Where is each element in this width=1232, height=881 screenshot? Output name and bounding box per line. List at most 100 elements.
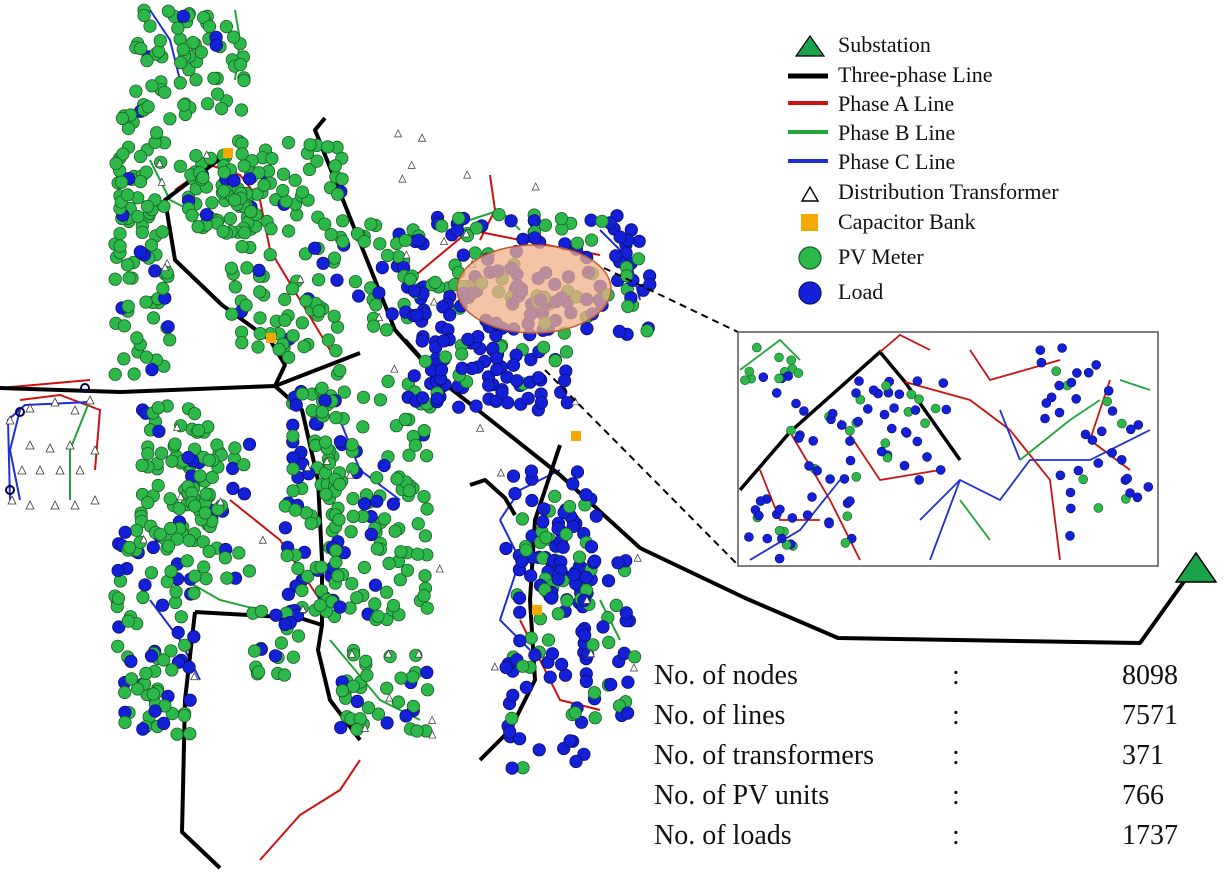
load-node — [242, 437, 257, 451]
pv-meter-node — [165, 663, 179, 677]
pv-meter-node — [402, 484, 416, 498]
pv-meter-node — [328, 159, 342, 173]
phase-b-line — [1119, 379, 1151, 391]
distribution-transformer — [633, 553, 642, 562]
pv-meter-node — [276, 184, 290, 198]
load-node — [1133, 420, 1144, 430]
pv-meter-node — [390, 472, 404, 486]
pv-meter-node — [122, 540, 136, 555]
pv-meter-node — [277, 668, 291, 682]
load-node — [157, 716, 171, 731]
pv-meter-node — [751, 342, 762, 353]
load-node — [512, 591, 527, 605]
legend-label: Phase C Line — [838, 149, 956, 174]
pv-meter-node — [178, 638, 192, 652]
load-node — [791, 398, 801, 409]
load-node — [499, 541, 513, 556]
load-node — [1054, 380, 1064, 391]
pv-meter-node — [164, 521, 178, 536]
pv-meter-node — [324, 228, 338, 242]
pv-meter-node — [329, 344, 343, 358]
phase-c-line-icon — [788, 159, 828, 163]
pv-meter-node — [131, 682, 145, 696]
pv-meter-node — [417, 589, 431, 603]
distribution-transformer — [298, 604, 307, 613]
load-node — [807, 492, 817, 502]
pv-meter-node — [346, 679, 360, 693]
pv-meter-node — [391, 250, 406, 264]
pv-meter-node — [345, 576, 359, 591]
pv-meter-node — [568, 706, 582, 720]
load-node — [118, 525, 132, 539]
load-node — [620, 706, 635, 720]
pv-meter-node — [169, 585, 183, 599]
load-node — [525, 493, 539, 508]
load-node — [506, 469, 521, 483]
load-node — [755, 496, 766, 506]
load-node — [357, 497, 372, 511]
load-node — [415, 334, 429, 348]
load-node — [508, 486, 522, 501]
pv-meter-node — [356, 420, 370, 434]
distribution-transformer — [70, 405, 80, 415]
pv-meter-node — [161, 4, 175, 18]
pv-meter-node — [154, 446, 169, 460]
pv-meter-node — [438, 350, 453, 364]
load-node — [1041, 398, 1052, 408]
distribution-transformer — [85, 395, 95, 405]
pv-meter-node — [402, 448, 416, 462]
stat-value: 766 — [1122, 780, 1164, 811]
load-node — [524, 352, 538, 367]
load-node — [495, 385, 509, 400]
pv-meter-node — [251, 340, 265, 354]
pv-meter-node — [168, 437, 182, 451]
load-node — [199, 208, 214, 222]
pv-meter-node — [113, 239, 127, 253]
pv-meter-node — [162, 539, 176, 553]
load-node — [482, 378, 496, 392]
pv-meter-node — [744, 366, 755, 377]
pv-meter-node — [548, 489, 562, 503]
pv-meter-node — [163, 112, 177, 126]
distribution-transformer — [216, 497, 225, 506]
distribution-transformer — [490, 662, 499, 671]
legend-label: Capacitor Bank — [838, 209, 976, 234]
pv-meter-node — [146, 311, 161, 325]
pv-meter-node — [228, 193, 242, 207]
pv-meter-node — [135, 458, 149, 472]
load-node — [1096, 426, 1107, 437]
pv-meter-node — [318, 435, 333, 449]
phase-a-line — [879, 333, 931, 353]
pv-meter-node — [165, 454, 179, 468]
load-node — [420, 665, 434, 680]
load-node — [407, 284, 421, 298]
load-node — [912, 376, 923, 386]
pv-meter-node — [417, 489, 431, 504]
pv-meter-node — [188, 569, 202, 583]
pv-meter-node — [237, 73, 251, 88]
pv-meter-node — [218, 551, 232, 565]
load-node — [793, 433, 804, 443]
capacitor-bank — [571, 431, 581, 441]
pv-meter-node — [394, 545, 408, 559]
load-node — [505, 761, 519, 775]
capacitor-bank-icon — [801, 214, 818, 231]
distribution-transformer — [435, 564, 444, 573]
pv-meter-node — [360, 668, 374, 682]
pv-meter-node — [135, 225, 149, 239]
stat-label: No. of nodes — [654, 660, 798, 691]
pv-meter-node — [242, 564, 256, 578]
pv-meter-node — [121, 614, 135, 628]
pv-meter-node — [631, 252, 646, 266]
pv-meter-node — [188, 499, 202, 513]
pv-meter-node — [519, 543, 533, 557]
pv-meter-node — [359, 654, 373, 668]
distribution-transformer — [414, 649, 423, 658]
pv-meter-node — [141, 496, 155, 510]
load-node — [601, 574, 616, 588]
load-node — [808, 435, 819, 446]
pv-meter-node — [253, 285, 267, 299]
load-node — [775, 504, 785, 515]
loop-junction-node — [15, 407, 25, 417]
